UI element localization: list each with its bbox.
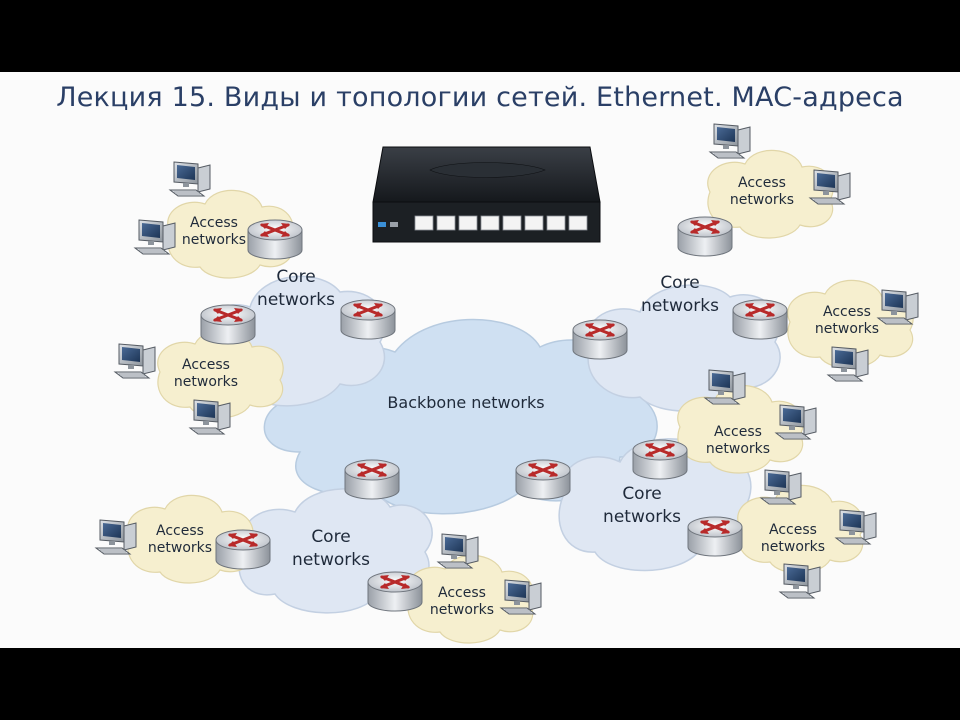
computer-icon	[709, 123, 751, 159]
router-icon	[199, 303, 257, 346]
computer-icon	[809, 169, 851, 205]
access-label-line2: networks	[182, 232, 246, 248]
access-label-line2: networks	[730, 192, 794, 208]
router-icon	[731, 298, 789, 341]
switch-icon	[372, 146, 601, 243]
router-icon	[214, 528, 272, 571]
core-label-line1: Core	[660, 273, 699, 293]
access-label-line1: Access	[438, 585, 486, 601]
computer-icon	[95, 519, 137, 555]
access-label-line1: Access	[714, 424, 762, 440]
access-label-line1: Access	[156, 523, 204, 539]
computer-icon	[437, 533, 479, 569]
access-label-line2: networks	[706, 441, 770, 457]
access-label-line1: Access	[738, 175, 786, 191]
access-label-line2: networks	[430, 602, 494, 618]
access-label-line1: Access	[823, 304, 871, 320]
router-icon	[631, 438, 689, 481]
access-cloud-2	[157, 329, 284, 419]
network-topology-diagram: Backbone networks Core networks Core net…	[95, 123, 919, 644]
computer-icon	[189, 399, 231, 435]
computer-icon	[114, 343, 156, 379]
computer-icon	[835, 509, 877, 545]
computer-icon	[877, 289, 919, 325]
computer-icon	[760, 469, 802, 505]
computer-icon	[827, 346, 869, 382]
backbone-label: Backbone networks	[387, 393, 544, 412]
router-icon	[676, 215, 734, 258]
slide: Лекция 15. Виды и топологии сетей. Ether…	[0, 72, 960, 648]
access-label-line2: networks	[148, 540, 212, 556]
access-label-line1: Access	[769, 522, 817, 538]
core-label-line2: networks	[292, 550, 370, 570]
router-icon	[246, 218, 304, 261]
core-label-line2: networks	[257, 290, 335, 310]
computer-icon	[169, 161, 211, 197]
access-label-line2: networks	[174, 374, 238, 390]
router-icon	[571, 318, 629, 361]
core-label-line1: Core	[276, 267, 315, 287]
slide-title: Лекция 15. Виды и топологии сетей. Ether…	[56, 82, 904, 113]
core-label-line2: networks	[641, 296, 719, 316]
computer-icon	[500, 579, 542, 615]
computer-icon	[704, 369, 746, 405]
router-icon	[343, 458, 401, 501]
router-icon	[366, 570, 424, 613]
router-icon	[339, 298, 397, 341]
router-icon	[686, 515, 744, 558]
core-label-line1: Core	[622, 484, 661, 504]
core-label-line1: Core	[311, 527, 350, 547]
computer-icon	[134, 219, 176, 255]
computer-icon	[779, 563, 821, 599]
computer-icon	[775, 404, 817, 440]
access-label-line2: networks	[761, 539, 825, 555]
core-label-line2: networks	[603, 507, 681, 527]
router-icon	[514, 458, 572, 501]
access-label-line1: Access	[182, 357, 230, 373]
access-label-line2: networks	[815, 321, 879, 337]
access-label-line1: Access	[190, 215, 238, 231]
